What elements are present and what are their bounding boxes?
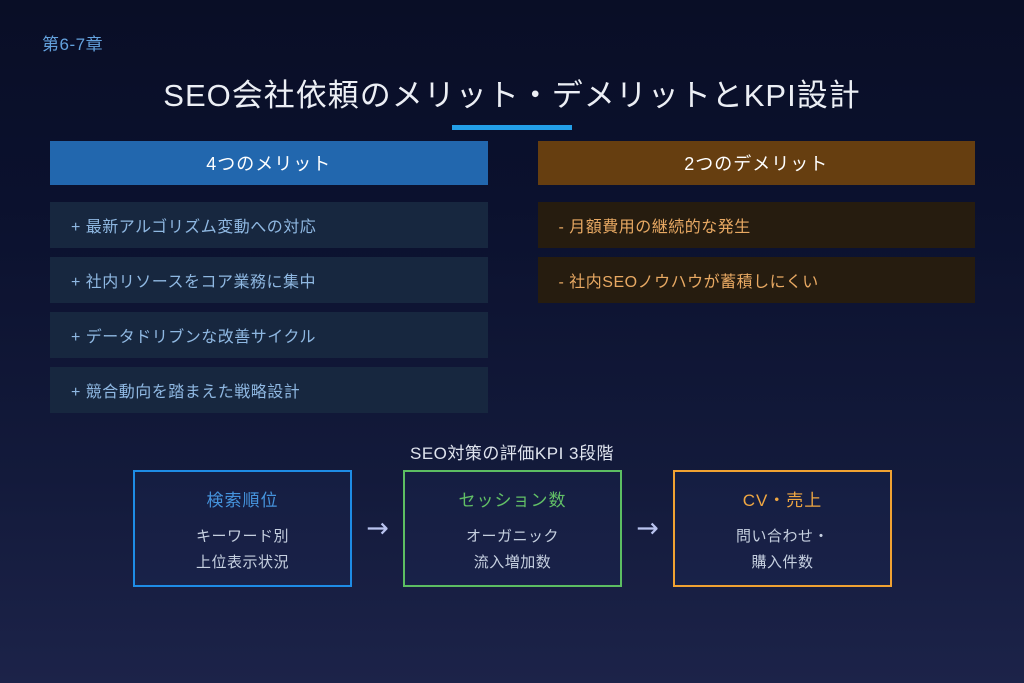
kpi-step-cv-sales: CV・売上 問い合わせ・ 購入件数 <box>673 470 892 587</box>
kpi-step-title: セッション数 <box>458 491 567 510</box>
kpi-step-line: 購入件数 <box>751 554 814 571</box>
kpi-step-title: 検索順位 <box>206 491 279 510</box>
kpi-flow: 検索順位 キーワード別 上位表示状況 → セッション数 オーガニック 流入増加数… <box>133 470 892 587</box>
page-title: SEO会社依頼のメリット・デメリットとKPI設計 <box>163 78 861 113</box>
kpi-step-body: キーワード別 上位表示状況 <box>135 524 350 576</box>
demerits-header: 2つのデメリット <box>537 141 975 185</box>
right-arrow-icon: → <box>366 513 389 544</box>
demerit-item: - 社内SEOノウハウが蓄積しにくい <box>537 257 975 303</box>
kpi-section-title: SEO対策の評価KPI 3段階 <box>410 444 614 463</box>
merit-demerit-columns: 4つのメリット + 最新アルゴリズム変動への対応 + 社内リソースをコア業務に集… <box>50 141 975 413</box>
merit-item: + 社内リソースをコア業務に集中 <box>50 257 488 303</box>
kpi-step-line: オーガニック <box>465 528 559 545</box>
kpi-step-line: 流入増加数 <box>473 554 552 571</box>
kpi-step-search-rank: 検索順位 キーワード別 上位表示状況 <box>133 470 352 587</box>
kpi-step-title: CV・売上 <box>742 491 823 510</box>
merits-column: 4つのメリット + 最新アルゴリズム変動への対応 + 社内リソースをコア業務に集… <box>50 141 488 413</box>
demerit-item: - 月額費用の継続的な発生 <box>537 202 975 248</box>
kpi-step-sessions: セッション数 オーガニック 流入増加数 <box>403 470 622 587</box>
merits-header: 4つのメリット <box>50 141 488 185</box>
title-underline <box>452 125 572 130</box>
merit-item: + 最新アルゴリズム変動への対応 <box>50 202 488 248</box>
kpi-step-body: オーガニック 流入増加数 <box>405 524 620 576</box>
merit-item: + データドリブンな改善サイクル <box>50 312 488 358</box>
kpi-step-line: 問い合わせ・ <box>735 528 829 545</box>
demerits-list: - 月額費用の継続的な発生 - 社内SEOノウハウが蓄積しにくい <box>537 202 975 303</box>
chapter-label: 第6-7章 <box>42 35 104 54</box>
kpi-step-line: 上位表示状況 <box>195 554 289 571</box>
merit-item: + 競合動向を踏まえた戦略設計 <box>50 367 488 413</box>
kpi-step-line: キーワード別 <box>195 528 289 545</box>
right-arrow-icon: → <box>636 513 659 544</box>
merits-list: + 最新アルゴリズム変動への対応 + 社内リソースをコア業務に集中 + データド… <box>50 202 488 413</box>
title-block: SEO会社依頼のメリット・デメリットとKPI設計 <box>0 70 1024 130</box>
kpi-step-body: 問い合わせ・ 購入件数 <box>675 524 890 576</box>
demerits-column: 2つのデメリット - 月額費用の継続的な発生 - 社内SEOノウハウが蓄積しにく… <box>537 141 975 413</box>
